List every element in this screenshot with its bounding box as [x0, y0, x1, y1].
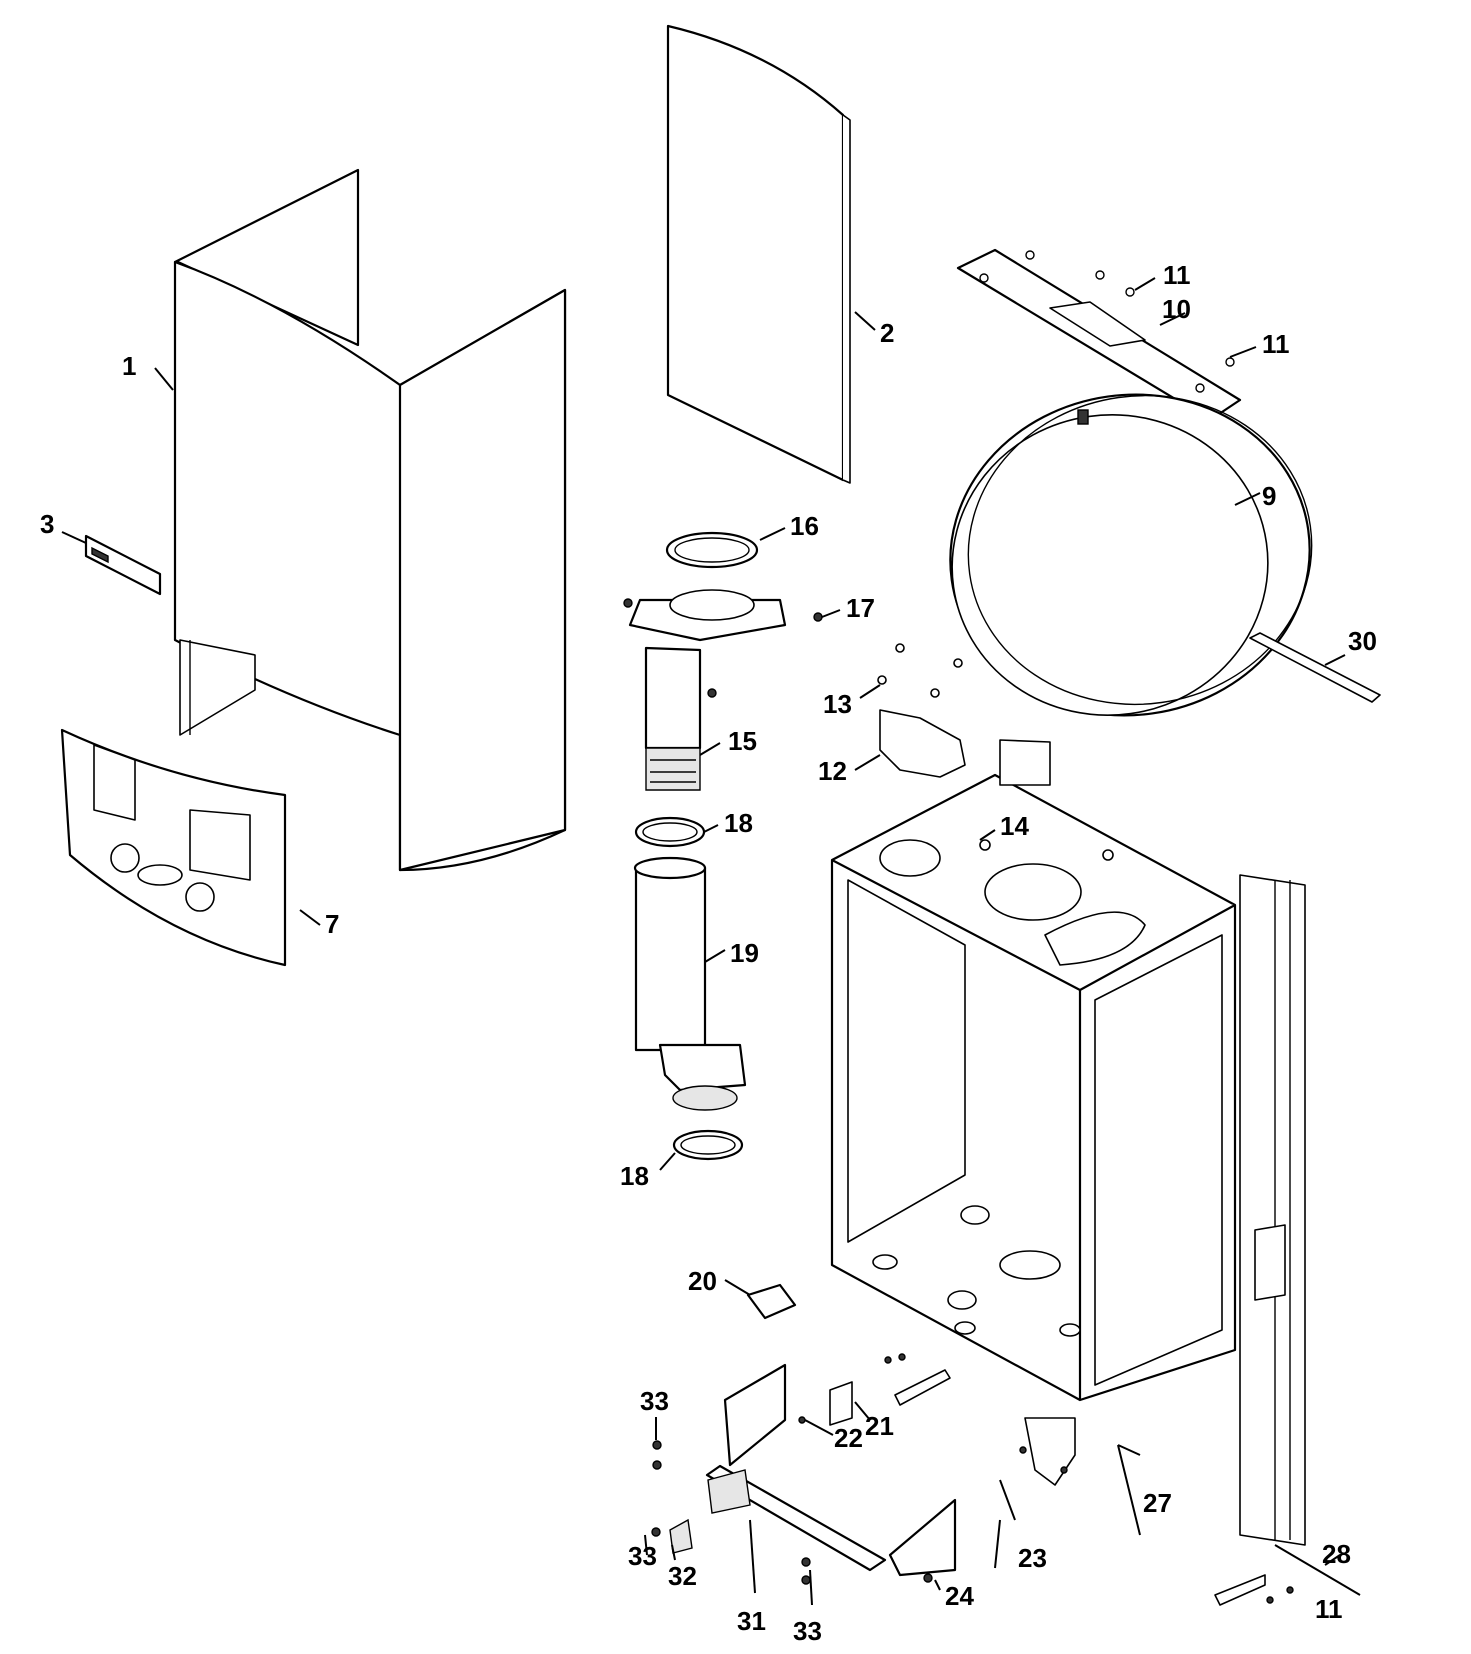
callout-16: 16 — [790, 511, 819, 541]
callout-13: 13 — [823, 689, 852, 719]
part-2-side-panel — [666, 24, 851, 484]
callout-33-top: 33 — [640, 1386, 669, 1416]
callout-14: 14 — [1000, 811, 1029, 841]
callout-18-lower: 18 — [620, 1161, 649, 1191]
callout-labels: 1 2 3 7 9 10 11 11 11 12 13 14 15 16 17 … — [40, 260, 1377, 1646]
callout-11-top: 11 — [1163, 260, 1191, 290]
callout-11-right: 11 — [1262, 329, 1290, 359]
callout-22: 22 — [834, 1423, 863, 1453]
part-27-bracket — [1019, 1417, 1076, 1486]
part-3-badge — [84, 534, 162, 596]
callout-12: 12 — [818, 756, 847, 786]
part-16-seal-ring — [665, 531, 759, 569]
part-15-flue-adaptor — [623, 589, 823, 791]
part-13-screws — [877, 643, 963, 698]
callout-7: 7 — [325, 909, 339, 939]
callout-21: 21 — [865, 1411, 894, 1441]
part-12-gasket-plate — [879, 709, 966, 778]
callout-18-upper: 18 — [724, 808, 753, 838]
callout-24: 24 — [945, 1581, 974, 1611]
part-18-seal-ring-lower — [672, 1129, 744, 1161]
part-33-screws — [651, 1440, 811, 1585]
callout-28: 28 — [1322, 1539, 1351, 1569]
callout-11-bottom: 11 — [1315, 1594, 1343, 1624]
part-18-seal-ring-upper — [634, 816, 706, 848]
callout-15: 15 — [728, 726, 757, 756]
callout-3: 3 — [40, 509, 54, 539]
part-20-cover — [746, 1283, 797, 1320]
part-10-mounting-bracket — [956, 248, 1242, 422]
part-9-expansion-vessel — [949, 393, 1313, 717]
callout-31: 31 — [737, 1606, 766, 1636]
callout-2: 2 — [880, 318, 894, 348]
part-30-strip — [1249, 632, 1381, 703]
callout-17: 17 — [846, 593, 875, 623]
part-24-screw — [923, 1573, 933, 1583]
callout-1: 1 — [122, 351, 136, 381]
chassis-lower-bracket — [884, 1353, 951, 1406]
callout-30: 30 — [1348, 626, 1377, 656]
callout-19: 19 — [730, 938, 759, 968]
part-21-bracket — [798, 1381, 853, 1426]
callout-20: 20 — [688, 1266, 717, 1296]
boiler-chassis-frame — [830, 739, 1306, 1546]
callout-10: 10 — [1162, 294, 1191, 324]
part-28-bracket — [1214, 1574, 1294, 1606]
callout-32: 32 — [668, 1561, 697, 1591]
callout-33-bottom: 33 — [793, 1616, 822, 1646]
part-1-front-casing — [173, 168, 567, 872]
callout-27: 27 — [1143, 1488, 1172, 1518]
callout-23: 23 — [1018, 1543, 1047, 1573]
part-31-lower-support-bar — [705, 1363, 957, 1577]
callout-33-left: 33 — [628, 1541, 657, 1571]
leader-lines — [61, 277, 1361, 1606]
part-19-flue-tube — [633, 856, 747, 1111]
callout-9: 9 — [1262, 481, 1276, 511]
part-7-control-fascia — [60, 728, 287, 967]
